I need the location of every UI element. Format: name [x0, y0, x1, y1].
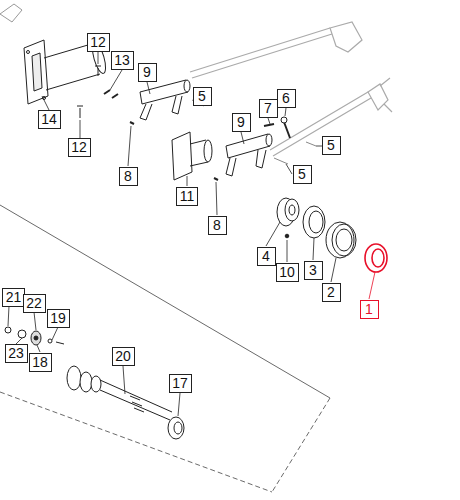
- boundary-line: [0, 205, 330, 398]
- callout-number: 13: [114, 52, 130, 68]
- shift-fork: [214, 134, 288, 180]
- callout-number: 18: [32, 354, 48, 370]
- housing: [172, 132, 212, 180]
- callout-number: 5: [327, 137, 335, 153]
- callout-box: 17: [169, 374, 192, 393]
- callout-box: 5: [293, 165, 312, 184]
- callout-box: 18: [29, 353, 52, 372]
- callout-box: 11: [176, 187, 198, 206]
- boundary-line: [0, 392, 272, 492]
- callout-number: 4: [262, 248, 270, 264]
- small-parts: [5, 327, 64, 345]
- bearing: [303, 206, 356, 258]
- callout-box: 20: [112, 347, 135, 366]
- callout-box: 23: [5, 344, 28, 363]
- callout-number: 3: [309, 262, 317, 278]
- callout-number: 9: [143, 64, 151, 80]
- casing-fragment: [0, 4, 22, 22]
- key: [264, 124, 274, 126]
- callout-number: 21: [6, 289, 22, 305]
- callout-box: 9: [232, 113, 251, 132]
- pin-head: [281, 117, 287, 123]
- callout-box: 22: [23, 294, 46, 313]
- callout-number: 11: [180, 188, 195, 204]
- callout-number: 8: [213, 217, 221, 233]
- callout-number: 5: [298, 166, 306, 182]
- callout-box: 19: [47, 309, 70, 328]
- callout-number: 17: [172, 375, 188, 391]
- illustration: [0, 4, 392, 492]
- bearing: [168, 417, 184, 439]
- callout-box: 8: [208, 216, 227, 235]
- washer: [104, 90, 118, 98]
- callout-number: 19: [50, 310, 66, 326]
- callout-number: 2: [327, 284, 335, 300]
- callout-box: 5: [322, 136, 341, 155]
- callout-box: 12: [87, 33, 110, 52]
- callout-number: 6: [282, 90, 290, 106]
- callout-box: 9: [138, 63, 157, 82]
- callout-number: 22: [26, 295, 42, 311]
- callout-number: 7: [264, 100, 272, 116]
- callout-number: 12: [71, 139, 87, 155]
- gear-hub: [277, 198, 299, 226]
- callout-box: 14: [38, 110, 61, 129]
- pin: [306, 142, 316, 146]
- callout-box: 13: [111, 51, 134, 70]
- callout-number: 10: [279, 264, 295, 280]
- callout-box: 12: [68, 138, 91, 157]
- shift-rod: [190, 22, 392, 156]
- callout-box: 5: [193, 87, 212, 106]
- callout-box: 4: [257, 247, 276, 266]
- callout-number: 23: [8, 345, 24, 361]
- screw: [77, 106, 83, 118]
- callout-number: 14: [41, 111, 57, 127]
- callout-number: 8: [124, 168, 132, 184]
- callout-box: 6: [277, 89, 296, 108]
- callout-box: 7: [259, 99, 278, 118]
- callout-box: 3: [304, 261, 323, 280]
- callout-box: 8: [119, 167, 138, 186]
- leader-line: [8, 52, 336, 416]
- ball: [285, 234, 289, 238]
- callout-box: 2: [322, 283, 341, 302]
- callout-number: 5: [198, 88, 206, 104]
- callout-box: 1: [360, 300, 379, 319]
- shaft: [67, 366, 172, 420]
- pin: [284, 122, 290, 138]
- boundary-line: [272, 398, 330, 492]
- callout-number: 20: [115, 348, 131, 364]
- callout-box: 10: [276, 263, 299, 282]
- leader-line: [369, 272, 375, 299]
- callout-number: 1: [365, 301, 373, 317]
- callout-number: 9: [237, 114, 245, 130]
- seal-ring: [365, 244, 387, 272]
- callout-number: 12: [90, 34, 106, 50]
- screw: [95, 66, 101, 76]
